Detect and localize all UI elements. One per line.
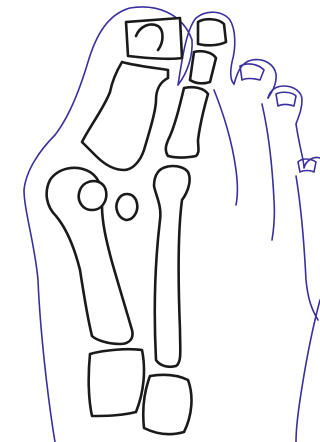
second-toe-middle-phalanx — [190, 51, 216, 83]
sesamoid-bone-lateral — [116, 194, 137, 220]
hallux-proximal-phalanx — [82, 62, 168, 170]
web-line-3-4 — [262, 104, 274, 240]
medial-cuneiform — [89, 349, 144, 416]
web-line-4-5 — [296, 176, 318, 320]
second-metatarsal — [154, 166, 190, 367]
web-line-2-3 — [214, 90, 238, 205]
second-toe-proximal-phalanx — [166, 87, 208, 157]
sesamoid-bone-medial — [79, 181, 107, 210]
fourth-toenail — [276, 92, 296, 106]
intermediate-cuneiform — [143, 375, 191, 434]
third-toenail — [240, 64, 264, 80]
lateral-sole-outline — [296, 300, 320, 442]
foot-bones — [47, 18, 226, 434]
second-toe-distal-phalanx — [198, 19, 226, 45]
